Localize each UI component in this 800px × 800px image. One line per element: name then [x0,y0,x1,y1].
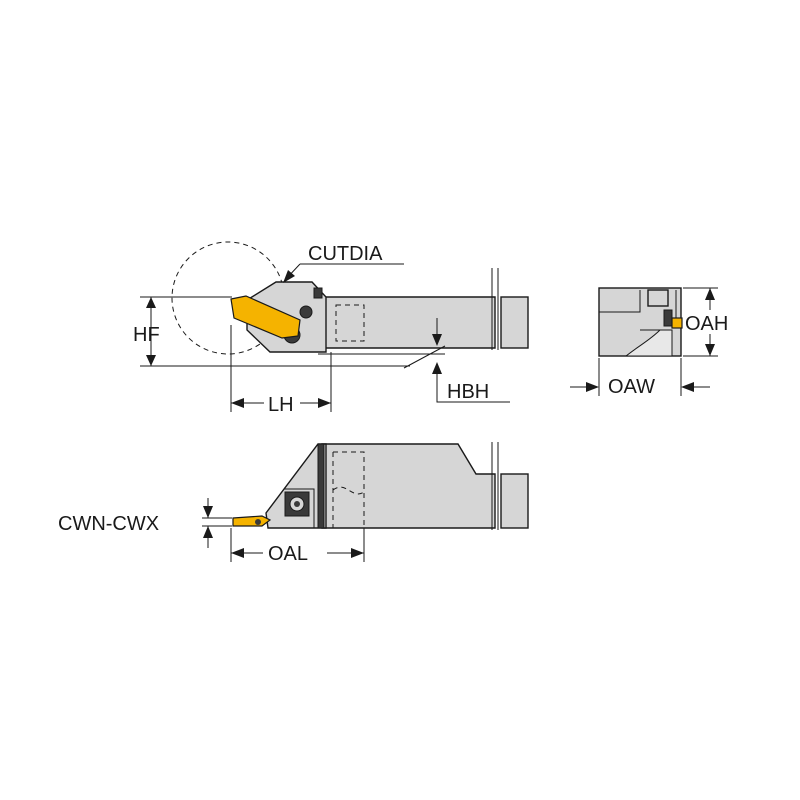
label-hbh: HBH [447,381,489,403]
label-lh: LH [268,394,294,416]
label-oal: OAL [268,543,308,565]
side-pocket-hidden [332,451,365,528]
top-view [171,241,529,369]
label-hf: HF [133,324,160,346]
end-view-clamp [647,289,669,307]
side-shank [321,443,496,529]
side-head [265,443,327,529]
top-screw-1 [299,305,313,319]
label-oah: OAH [685,313,728,335]
end-view [598,287,683,357]
side-insert [232,515,272,527]
side-dark-strip [317,443,325,529]
label-cutdia: CUTDIA [308,243,383,265]
label-cwn-cwx: CWN-CWX [58,513,159,535]
hf-dimension: HF [133,296,410,367]
top-break-line [491,268,499,350]
side-shank-end [500,473,529,529]
top-shank-end [500,296,529,349]
side-head-inner [284,488,315,528]
side-break-line [491,442,499,530]
hbh-reference-line [318,345,446,369]
lh-dimension: LH [230,325,332,416]
label-oaw: OAW [608,376,655,398]
oal-dimension: OAL [230,528,365,565]
side-view [232,442,529,530]
top-pocket-hidden [335,304,365,342]
cwn-cwx-dimension: CWN-CWX [58,498,232,548]
hbh-dimension: HBH [432,318,510,403]
oaw-dimension: OAW [570,358,710,398]
top-head-slot [313,287,323,299]
cutdia-dimension: CUTDIA [283,243,404,283]
top-insert [230,295,301,339]
end-view-insert [671,317,683,329]
end-view-screw [663,309,673,327]
oah-dimension: OAH [683,287,741,357]
end-view-head-fill [624,329,673,357]
